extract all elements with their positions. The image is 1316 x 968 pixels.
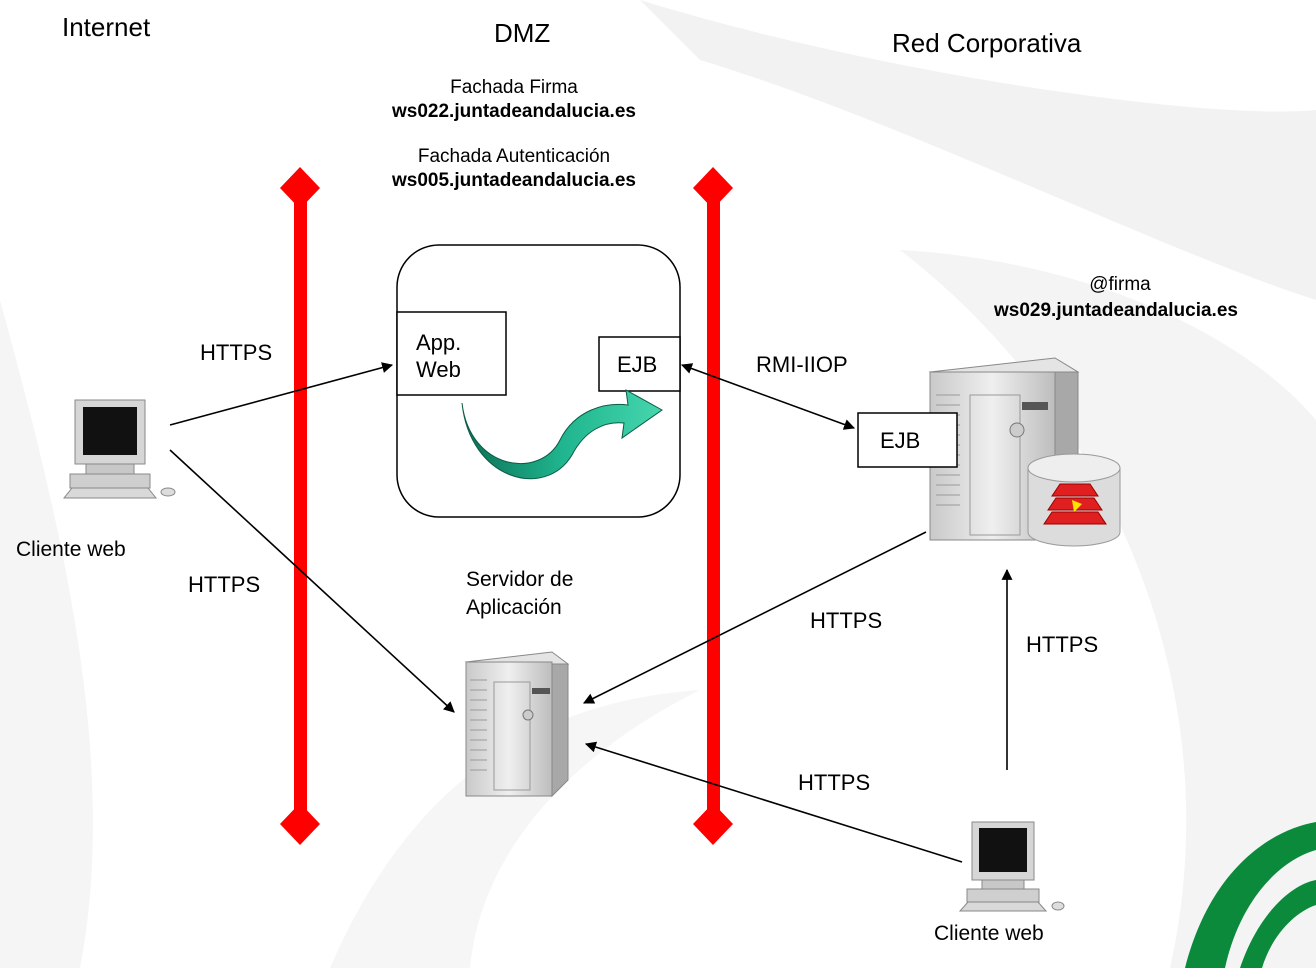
facade-auth-name: Fachada Autenticación <box>417 146 611 167</box>
protocol-corpclient-appserver: HTTPS <box>798 770 871 795</box>
facade-signature-name: Fachada Firma <box>450 77 578 98</box>
protocol-client-appserver: HTTPS <box>188 572 261 597</box>
arrow-client-to-appweb <box>169 362 394 426</box>
arrow-ejb-to-ejb <box>680 363 856 430</box>
firma-name: @firma <box>1089 274 1151 295</box>
connections <box>169 362 1013 863</box>
app-web-label-line1: App. <box>416 330 462 355</box>
zone-dmz-label: DMZ <box>494 18 551 48</box>
database-icon <box>1027 453 1121 547</box>
protocol-firma-appserver: HTTPS <box>810 608 883 633</box>
internet-client-pc-icon <box>62 399 176 499</box>
app-web-label-line2: Web <box>416 357 461 382</box>
corporate-client-pc-icon <box>958 821 1065 912</box>
firewall-dmz-corporate <box>693 167 733 845</box>
green-curved-arrow <box>461 389 663 480</box>
arrow-firma-to-appserver <box>583 531 927 704</box>
app-server-label-line2: Aplicación <box>466 596 562 619</box>
arrow-corp-client-to-appserver <box>584 741 963 863</box>
dmz-ejb-box <box>598 336 681 392</box>
firma-host: ws029.juntadeandalucia.es <box>994 300 1238 321</box>
protocol-ejb-ejb: RMI-IIOP <box>756 352 848 377</box>
protocol-corpclient-firma: HTTPS <box>1026 632 1099 657</box>
zone-internet-label: Internet <box>62 12 151 42</box>
facade-signature-host: ws022.juntadeandalucia.es <box>392 101 636 122</box>
app-web-box <box>396 311 507 396</box>
internet-client-label: Cliente web <box>16 538 126 561</box>
zone-corporate-label: Red Corporativa <box>892 28 1082 58</box>
arrow-client-to-appserver <box>169 449 455 713</box>
junta-logo-arc <box>1185 822 1316 968</box>
dmz-ejb-label: EJB <box>617 352 658 377</box>
firma-ejb-label: EJB <box>880 428 921 453</box>
facade-auth-host: ws005.juntadeandalucia.es <box>392 170 636 191</box>
app-server-icon <box>464 651 570 798</box>
protocol-client-appweb: HTTPS <box>200 340 273 365</box>
app-server-label-line1: Servidor de <box>466 568 574 591</box>
firma-ejb-box <box>857 412 958 468</box>
corporate-client-label: Cliente web <box>934 922 1044 945</box>
firewall-internet-dmz <box>280 167 320 845</box>
